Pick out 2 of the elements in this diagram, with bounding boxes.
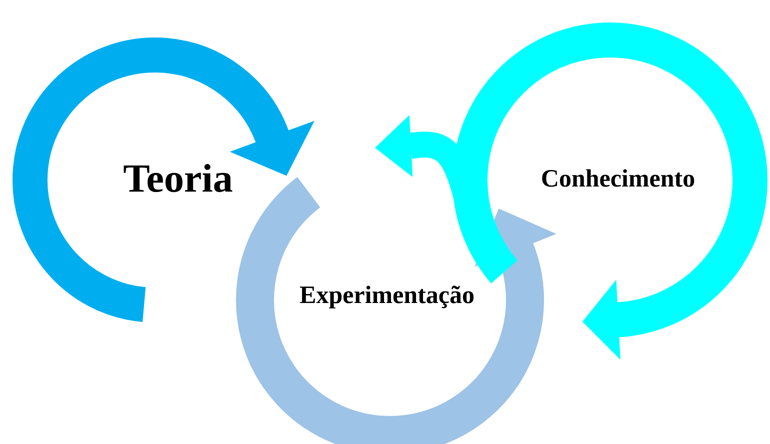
node-label: Teoria <box>124 164 232 192</box>
node-label: Experimentação <box>300 286 474 308</box>
